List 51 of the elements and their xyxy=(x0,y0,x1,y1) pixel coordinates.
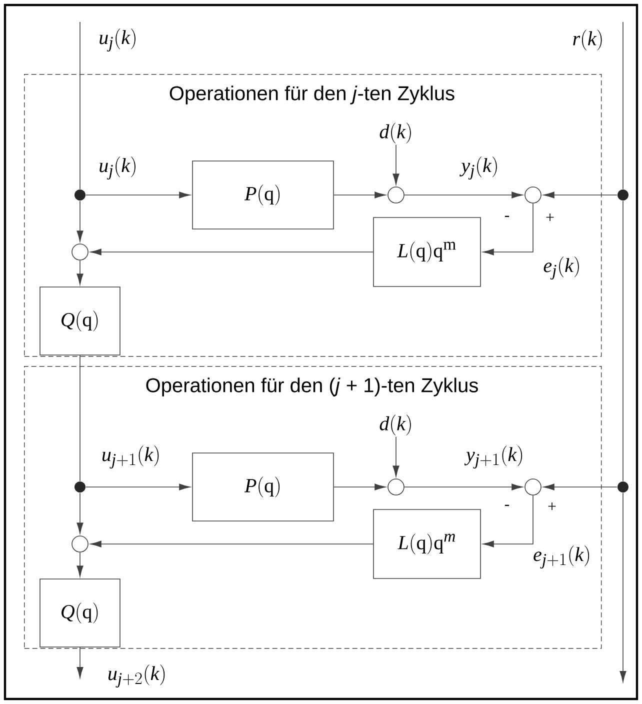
edge-label: $u_j(k)$ xyxy=(98,156,138,180)
summing-circle xyxy=(72,536,88,552)
junction-dot xyxy=(74,190,86,200)
edge-label: $u_{j+2}(k)$ xyxy=(106,663,168,689)
arrow xyxy=(482,495,534,548)
edge-label: $y_{j+1}(k)$ xyxy=(464,444,525,470)
arrow xyxy=(404,484,523,490)
block-box: $L(\mathrm{q})\mathrm{q}^{\mathrm{m}}$ xyxy=(373,217,481,287)
arrow xyxy=(76,552,84,577)
arrow xyxy=(90,540,374,548)
arrow xyxy=(334,484,386,490)
block-box: $Q(\mathrm{q})$ xyxy=(40,578,120,648)
edge-label: $r(k)$ xyxy=(571,28,605,52)
sign-label: - xyxy=(504,504,510,506)
edge-label: $e_j(k)$ xyxy=(542,256,582,280)
arrow xyxy=(392,436,400,477)
arrow xyxy=(76,260,84,285)
arrow xyxy=(620,492,626,682)
sign-label: + xyxy=(548,502,556,510)
arrow xyxy=(86,484,190,490)
arrow xyxy=(334,192,386,198)
arrow xyxy=(76,200,84,242)
summing-circle xyxy=(524,186,542,204)
sign-label: + xyxy=(546,214,554,221)
arrow xyxy=(90,248,374,256)
summing-circle xyxy=(388,186,404,204)
summing-circle xyxy=(388,478,404,496)
junction-dot xyxy=(618,482,628,492)
junction-dot xyxy=(74,482,86,492)
signal-label: $d(k)$ xyxy=(380,414,411,436)
block-box: $P(\mathrm{q})$ xyxy=(192,160,334,230)
arrow xyxy=(392,144,400,185)
block-box: $L(\mathrm{q})\mathrm{q}^{m}$ xyxy=(373,509,481,579)
arrow xyxy=(404,192,523,198)
junction-dot xyxy=(618,190,628,200)
arrow xyxy=(482,203,534,256)
sign-label: - xyxy=(504,216,510,218)
edge-label: $e_{j+1}(k)$ xyxy=(532,544,592,570)
block-box: $P(\mathrm{q})$ xyxy=(192,452,334,522)
arrow xyxy=(543,192,618,198)
block-box: $Q(\mathrm{q})$ xyxy=(40,286,120,356)
arrow xyxy=(76,647,84,678)
arrow xyxy=(543,484,618,490)
summing-circle xyxy=(72,244,88,260)
arrow xyxy=(76,492,84,534)
edge-label: $u_{j+1}(k)$ xyxy=(100,444,162,470)
edge-label: $y_j(k)$ xyxy=(460,156,500,180)
edge-label: $u_j(k)$ xyxy=(98,28,138,52)
signal-label: $d(k)$ xyxy=(380,122,411,144)
summing-circle xyxy=(524,478,542,496)
arrow xyxy=(86,192,190,198)
